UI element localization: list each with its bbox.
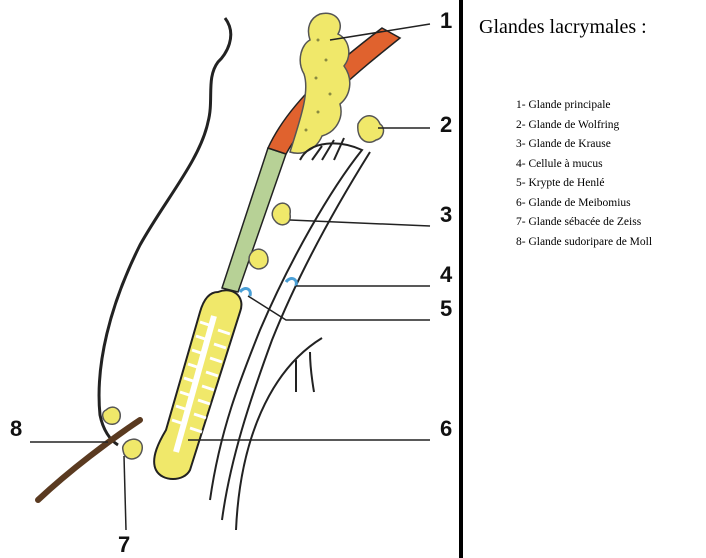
- legend-title: Glandes lacrymales :: [479, 16, 647, 39]
- krause-gland-lower: [249, 249, 268, 269]
- globe-fold: [296, 352, 314, 392]
- legend-list: 1- Glande principale 2- Glande de Wolfri…: [516, 96, 652, 252]
- callout-5: 5: [440, 296, 452, 321]
- main-lacrimal-gland: [290, 13, 350, 153]
- callout-7: 7: [118, 532, 130, 557]
- callout-6: 6: [440, 416, 452, 441]
- moll-gland: [103, 407, 121, 424]
- callout-8: 8: [10, 416, 22, 441]
- legend-item-7: 7- Glande sébacée de Zeiss: [516, 213, 652, 233]
- legend-item-6: 6- Glande de Meibomius: [516, 194, 652, 214]
- legend-item-8: 8- Glande sudoripare de Moll: [516, 233, 652, 253]
- callout-2: 2: [440, 112, 452, 137]
- henle-crypt: [240, 289, 250, 296]
- callout-4: 4: [440, 262, 453, 287]
- zeiss-gland: [123, 439, 143, 459]
- legend-item-4: 4- Cellule à mucus: [516, 155, 652, 175]
- krause-gland-upper: [272, 203, 290, 225]
- legend-item-2: 2- Glande de Wolfring: [516, 116, 652, 136]
- legend-item-3: 3- Glande de Krause: [516, 135, 652, 155]
- vertical-divider: [459, 0, 463, 558]
- legend-item-1: 1- Glande principale: [516, 96, 652, 116]
- legend-item-5: 5- Krypte de Henlé: [516, 174, 652, 194]
- callout-1: 1: [440, 8, 452, 33]
- callout-3: 3: [440, 202, 452, 227]
- mucus-cell: [286, 279, 296, 286]
- globe-outline: [236, 338, 322, 530]
- wolfring-gland: [358, 116, 384, 143]
